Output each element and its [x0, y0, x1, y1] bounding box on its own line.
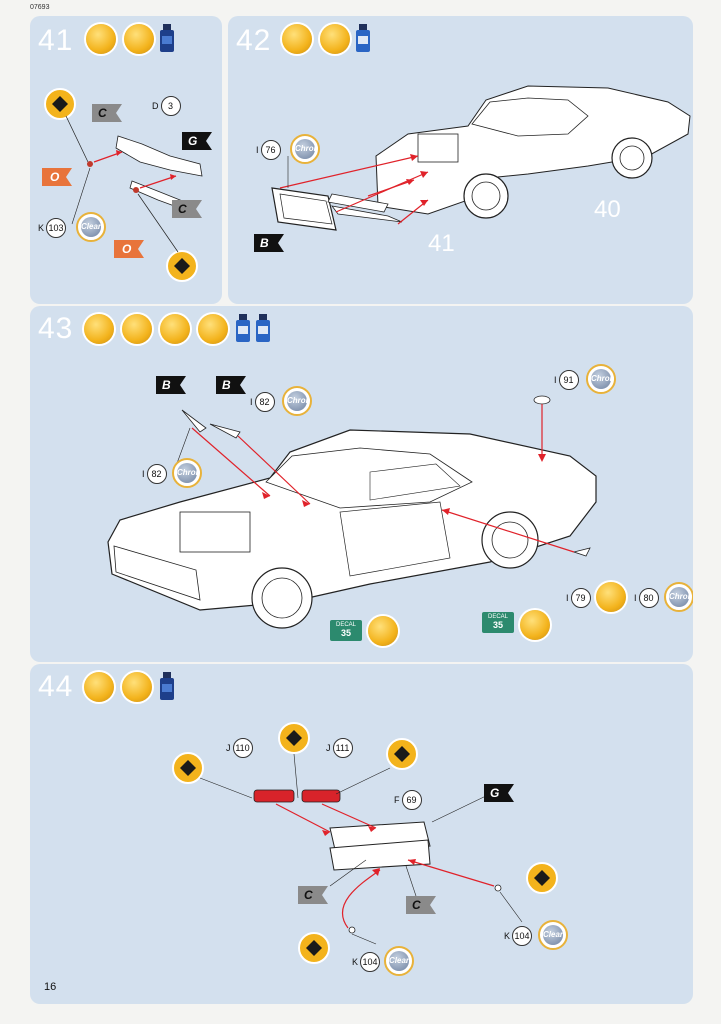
glue-tip-icon — [172, 752, 204, 784]
page-number: 16 — [44, 981, 57, 993]
flag-b — [156, 376, 186, 394]
step-41-drawing — [44, 88, 203, 282]
question-icon — [368, 616, 398, 646]
flag-c — [172, 200, 202, 218]
clear-paint-chip: Clear — [538, 920, 568, 950]
flag-c-label: C — [178, 202, 187, 216]
question-icon — [520, 610, 550, 640]
chrome-paint-chip: Chrome — [290, 134, 320, 164]
rotate-icon — [596, 582, 626, 612]
glue-icon — [86, 24, 116, 54]
flag-g-label: G — [188, 134, 198, 148]
glue-tip-icon — [386, 738, 418, 770]
glue-icon — [122, 314, 152, 344]
question-icon — [84, 314, 114, 344]
flag-b-label: B — [222, 378, 231, 392]
flag-c-label: C — [304, 888, 313, 902]
step-43-panel: 43 B B I82 Chrome I82 — [30, 306, 693, 662]
glue-tip-icon — [278, 722, 310, 754]
flag-c-label: C — [412, 898, 421, 912]
ref-step-41: 41 — [428, 230, 455, 257]
flag-g — [484, 784, 514, 802]
paint-brush-icon — [122, 672, 152, 702]
step-42-panel: 42 I76 Chrome B 40 41 — [228, 16, 693, 304]
flag-c-label: C — [98, 106, 107, 120]
paint-bottle-icon — [356, 24, 370, 52]
document-code: 07693 — [30, 4, 50, 11]
flag-c — [406, 896, 436, 914]
flag-o — [114, 240, 144, 258]
paint-bottle-icon — [256, 314, 270, 342]
paint-bottle-icon — [236, 314, 250, 342]
flag-b — [216, 376, 246, 394]
glue-tip-icon — [526, 862, 558, 894]
flag-c — [92, 104, 122, 122]
paint-brush-icon — [320, 24, 350, 54]
chrome-paint-chip: Chrome — [282, 386, 312, 416]
glue-tip-icon — [298, 932, 330, 964]
step-number: 41 — [38, 24, 74, 57]
step-number: 43 — [38, 312, 74, 345]
step-number: 44 — [38, 670, 74, 703]
flag-g-label: G — [490, 786, 500, 800]
flag-b — [254, 234, 284, 252]
chrome-paint-chip: Chrome — [664, 582, 693, 612]
flag-g — [182, 132, 212, 150]
paint-brush-icon — [124, 24, 154, 54]
step-44-panel: 44 — [30, 664, 693, 1004]
flag-b-label: B — [260, 236, 269, 250]
glue-icon — [84, 672, 114, 702]
flag-b-label: B — [162, 378, 171, 392]
decal-icon — [198, 314, 228, 344]
flag-o-label: O — [50, 170, 60, 184]
paint-bottle-icon — [160, 672, 174, 700]
paint-bottle-icon — [160, 24, 174, 52]
step-number: 42 — [236, 24, 272, 57]
chrome-paint-chip: Chrome — [586, 364, 616, 394]
car-drawing — [107, 395, 597, 629]
chrome-paint-chip: Chrome — [172, 458, 202, 488]
car-front-drawing — [271, 85, 691, 231]
flag-o — [42, 168, 72, 186]
glue-tip-icon — [166, 250, 198, 282]
ref-step-40: 40 — [594, 196, 621, 223]
step-44-drawing — [172, 722, 558, 964]
paint-brush-icon — [160, 314, 190, 344]
clear-paint-chip: Clear — [384, 946, 414, 976]
flag-o-label: O — [122, 242, 132, 256]
glue-tip-icon — [44, 88, 76, 120]
clear-paint-chip: Clear — [76, 212, 106, 242]
glue-icon — [282, 24, 312, 54]
flag-c — [298, 886, 328, 904]
